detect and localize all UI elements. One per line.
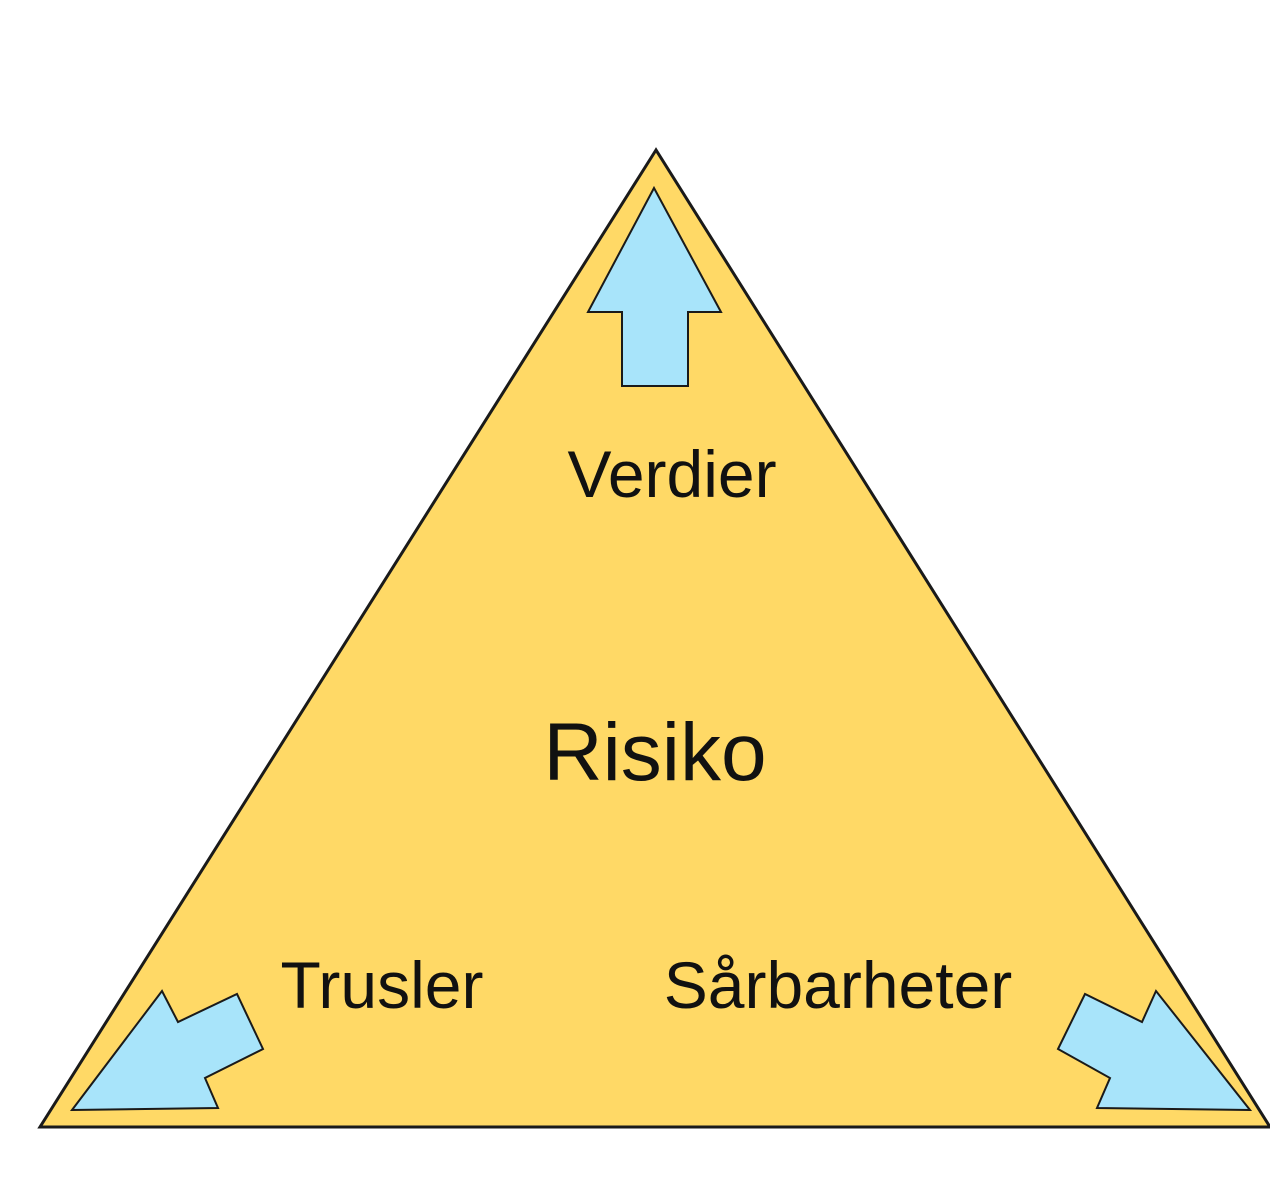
arrow-down-left-icon (69, 989, 265, 1112)
left-label: Trusler (281, 948, 484, 1022)
arrow-down-right-icon (1056, 989, 1253, 1112)
right-label: Sårbarheter (664, 948, 1013, 1022)
arrow-up-icon (586, 185, 723, 387)
top-label: Verdier (567, 437, 776, 511)
risk-triangle (37, 147, 1270, 1129)
center-label: Risiko (543, 707, 766, 798)
